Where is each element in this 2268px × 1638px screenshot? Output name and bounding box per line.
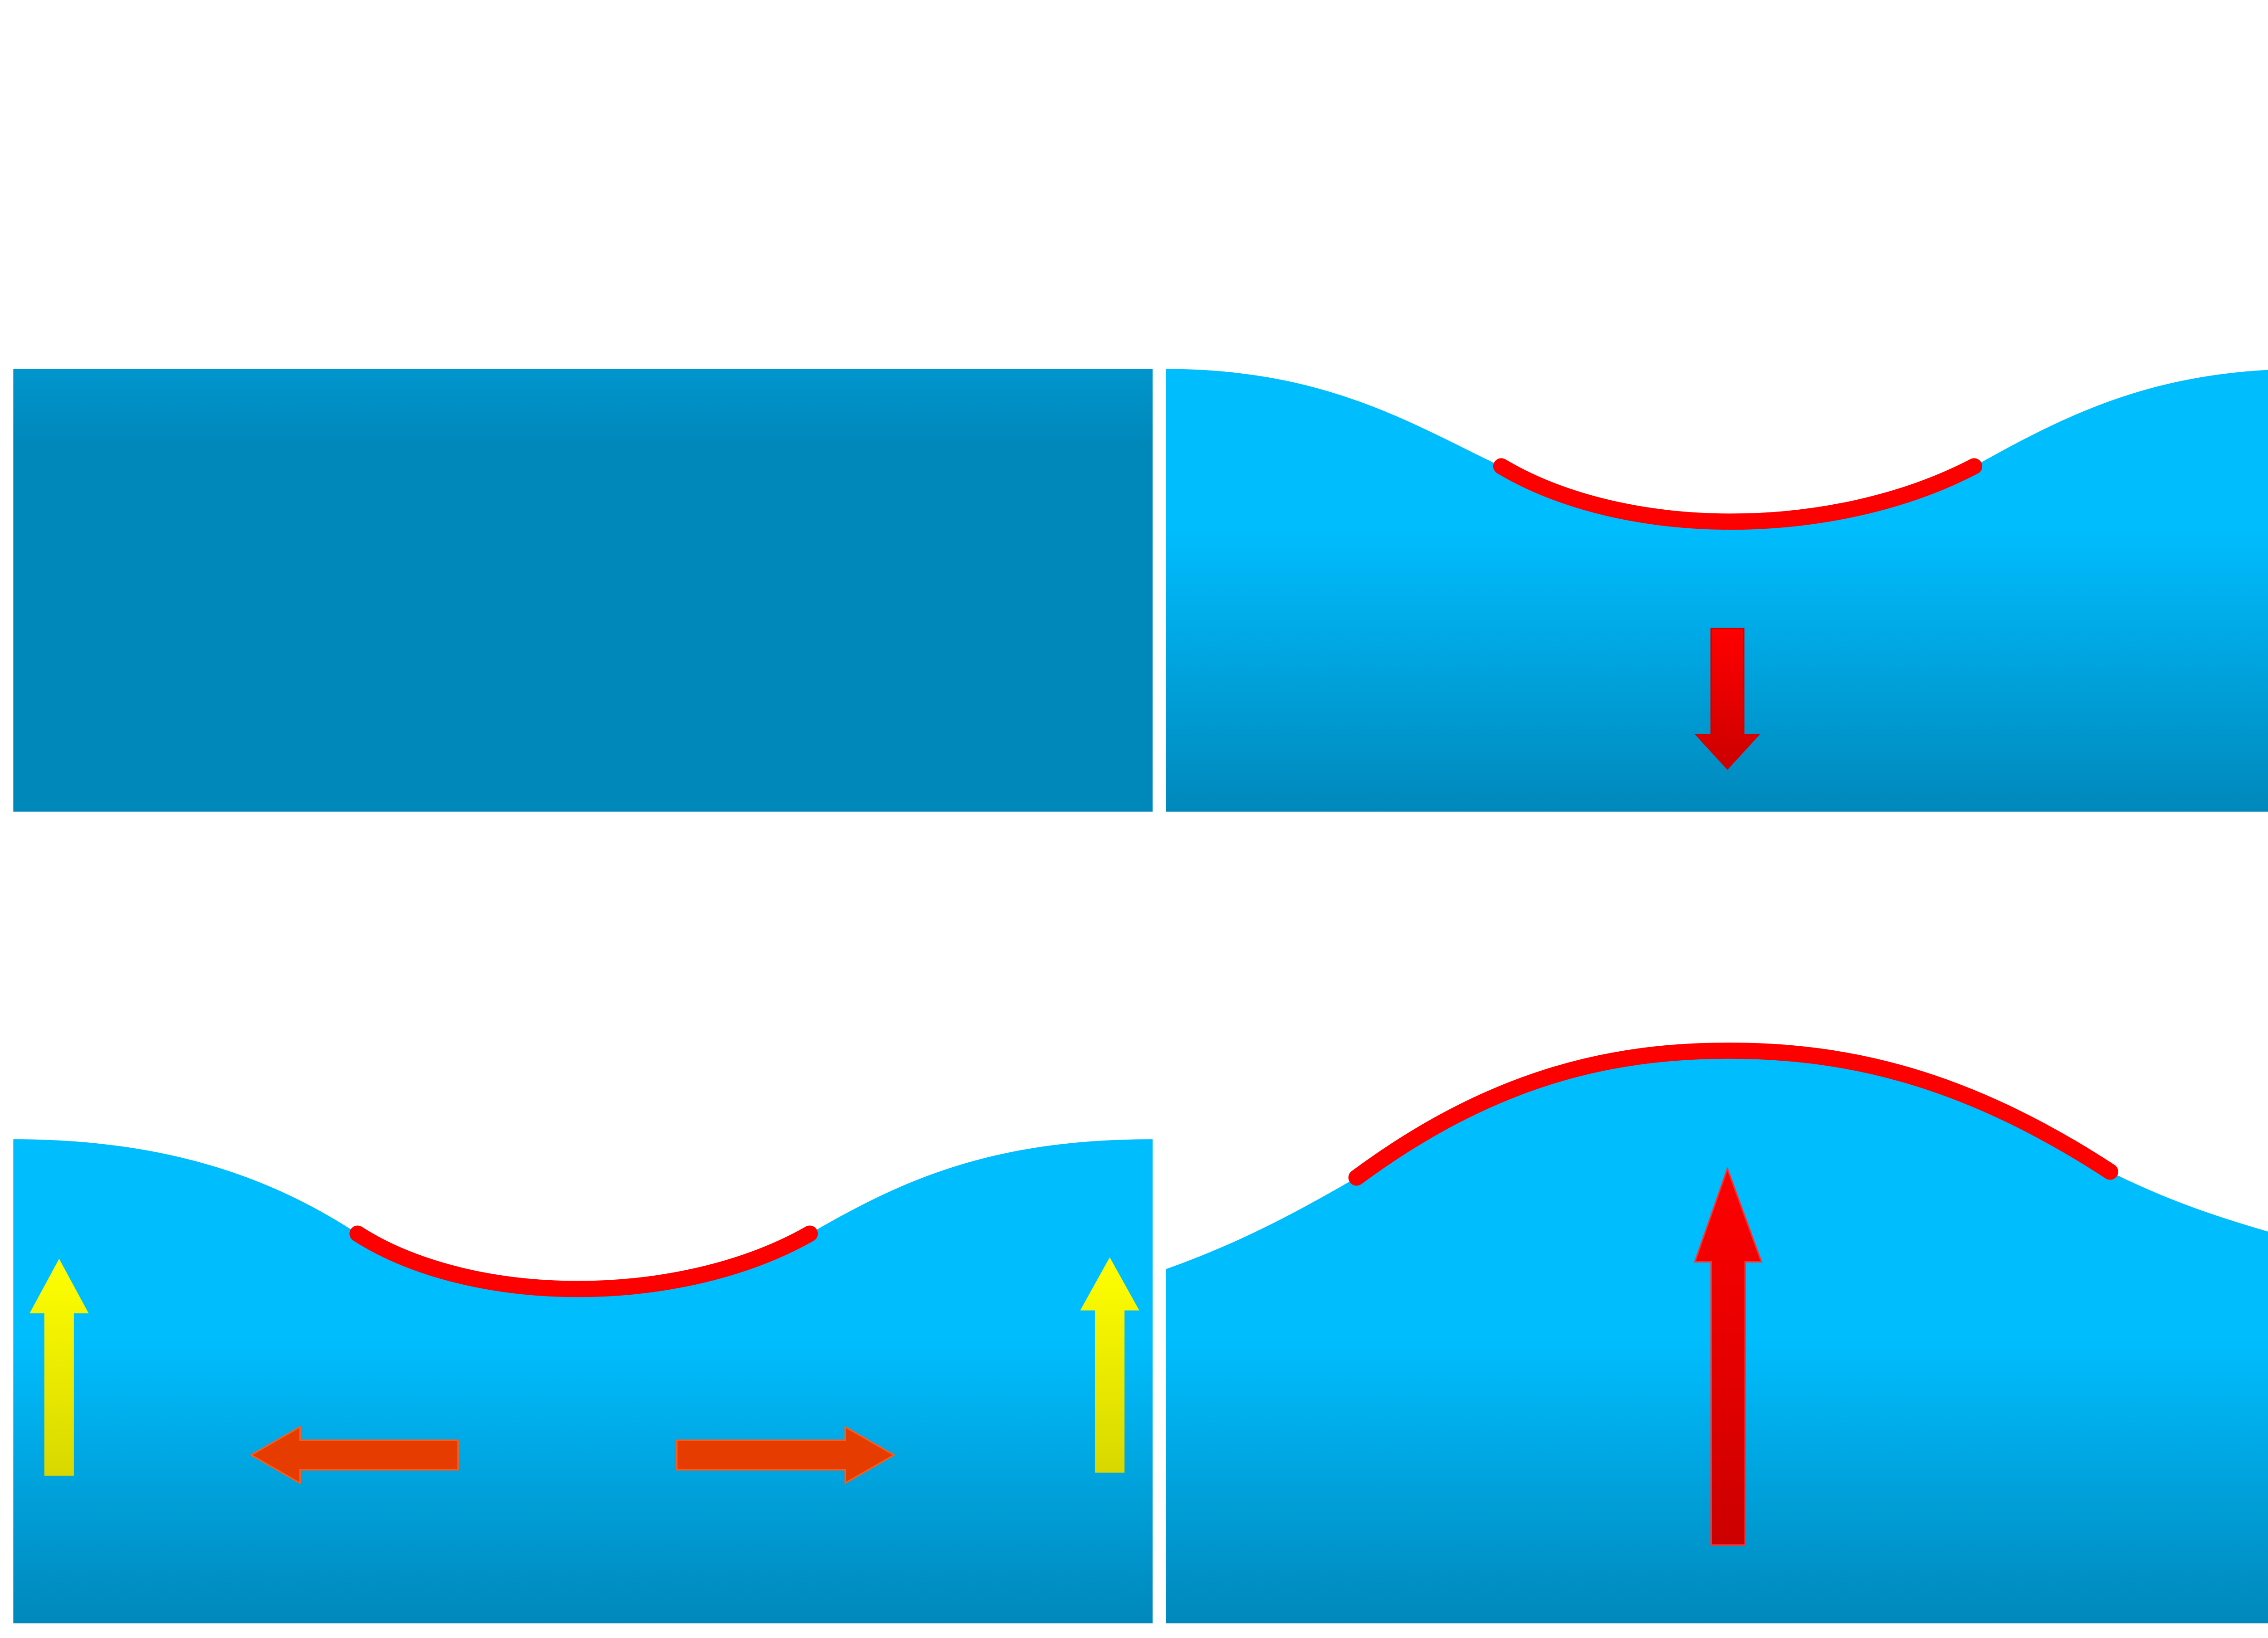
right-flow-arrow: [676, 1425, 896, 1485]
panel-trough-side-flow: [13, 1139, 1153, 1623]
surface-trough-highlight: [349, 1225, 818, 1297]
panel-crest-up-force: [1166, 1042, 2268, 1623]
surface-crest-highlight: [1348, 1042, 2118, 1186]
water-body: [13, 1139, 1153, 1623]
down-force-arrow: [1695, 628, 1760, 770]
right-up-arrow: [1080, 1257, 1139, 1473]
left-flow-arrow: [249, 1425, 459, 1485]
water-body: [1166, 369, 2268, 812]
up-force-arrow: [1694, 1166, 1763, 1546]
panel-flat-water: [13, 369, 1153, 812]
panel-trough-down-force: [1166, 369, 2268, 812]
surface-trough-highlight: [1493, 458, 1983, 530]
water-body: [13, 369, 1153, 812]
